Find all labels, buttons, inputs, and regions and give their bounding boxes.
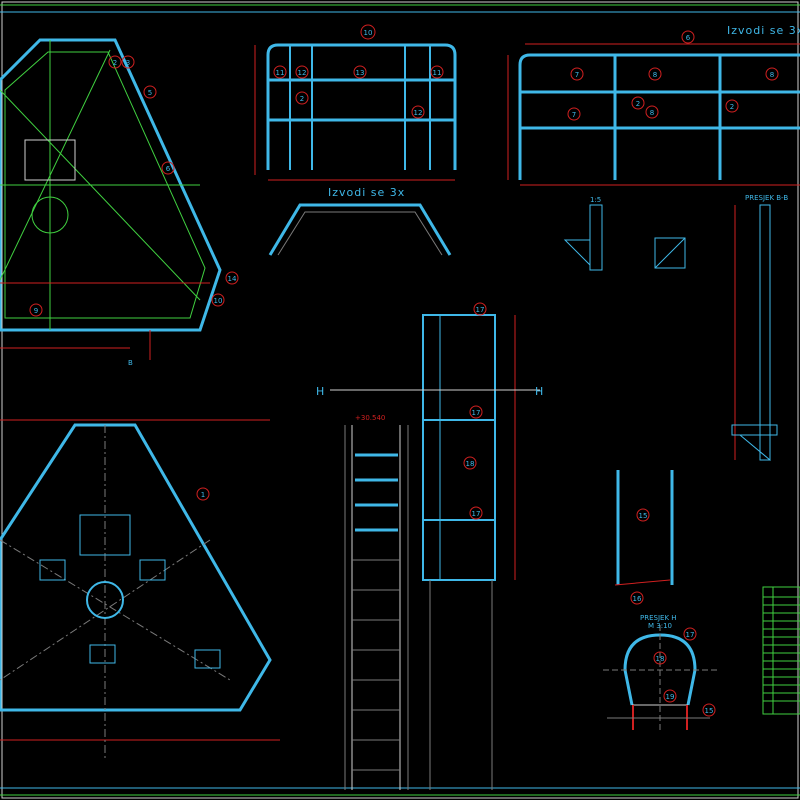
balloon: 15 xyxy=(639,512,648,520)
detail-scale: 1:5 xyxy=(590,196,601,204)
section-bb xyxy=(731,204,778,462)
railing-elevation-short xyxy=(254,43,457,181)
balloon: 11 xyxy=(433,69,442,77)
parts-table xyxy=(762,586,800,715)
balloon: 7 xyxy=(572,111,576,119)
balloon: 2 xyxy=(730,103,734,111)
note-izvodi-middle: Izvodi se 3x xyxy=(328,186,405,199)
balloon: 13 xyxy=(356,69,365,77)
balloons-triangle: 2 3 5 6 9 10 14 1 xyxy=(29,55,239,501)
section-marker-h-right: H xyxy=(535,385,544,398)
balloon: 8 xyxy=(770,71,774,79)
balloon: 2 xyxy=(636,100,640,108)
balloon: 16 xyxy=(633,595,642,603)
balloon: 8 xyxy=(653,71,657,79)
section-h xyxy=(603,625,718,730)
balloons-section-h: 17 18 19 15 xyxy=(653,627,716,717)
balloon: 15 xyxy=(705,707,714,715)
balloon: 14 xyxy=(228,275,237,283)
balloon: 17 xyxy=(476,306,485,314)
section-marker-h-left: H xyxy=(316,385,325,398)
balloon: 6 xyxy=(686,34,691,42)
section-h-scale: M 3:10 xyxy=(648,622,672,630)
balloon: 18 xyxy=(466,460,475,468)
balloon: 11 xyxy=(276,69,285,77)
balloon: 12 xyxy=(298,69,307,77)
balloon: 10 xyxy=(364,29,373,37)
note-izvodi-top: Izvodi se 3x xyxy=(727,24,800,37)
balloons-ladder: 17 17 17 18 15 16 xyxy=(463,302,650,605)
elevation-mark: +30.540 xyxy=(355,414,385,422)
balloon: 5 xyxy=(148,89,152,97)
section-bb-title: PRESJEK B-B xyxy=(745,194,788,202)
bent-rail-plan xyxy=(268,203,452,256)
balloon: 9 xyxy=(34,307,38,315)
balloon: 2 xyxy=(300,95,304,103)
post-detail xyxy=(614,470,674,586)
balloon: 7 xyxy=(575,71,579,79)
balloon: 6 xyxy=(166,165,171,173)
balloon: 3 xyxy=(126,59,130,67)
balloon: 17 xyxy=(472,510,481,518)
section-marker-b: B xyxy=(128,359,133,367)
balloon: 8 xyxy=(650,109,654,117)
balloon: 10 xyxy=(214,297,223,305)
balloon: 12 xyxy=(414,109,423,117)
balloons-top-frame: 10 11 12 13 2 12 11 xyxy=(273,24,444,119)
balloon: 17 xyxy=(686,631,695,639)
bracket-detail xyxy=(563,204,686,271)
platform-plan-top xyxy=(0,38,222,360)
section-h-title: PRESJEK H xyxy=(640,614,677,622)
balloon: 17 xyxy=(472,409,481,417)
balloon: 18 xyxy=(656,655,665,663)
ladder-elevation xyxy=(330,314,540,790)
balloon: 2 xyxy=(113,59,117,67)
platform-plan-bottom xyxy=(0,419,280,760)
balloons-right-frame: 6 7 8 7 2 8 2 8 xyxy=(567,30,779,121)
railing-elevation-long xyxy=(507,43,800,186)
balloon: 19 xyxy=(666,693,675,701)
balloon: 1 xyxy=(201,491,205,499)
